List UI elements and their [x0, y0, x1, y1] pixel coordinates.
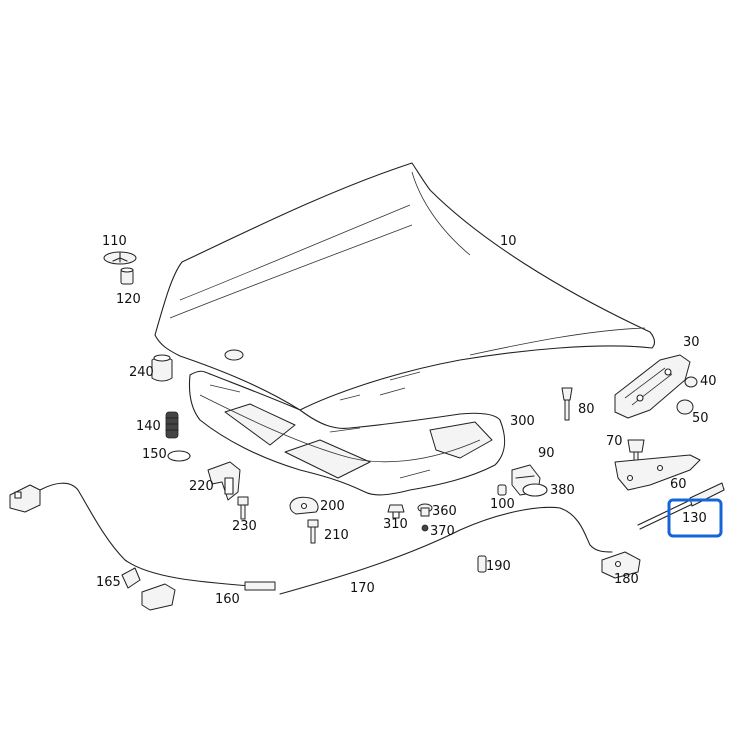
label-210: 210 — [324, 528, 349, 543]
label-150: 150 — [142, 447, 167, 462]
label-90: 90 — [538, 446, 555, 461]
label-10: 10 — [500, 234, 517, 249]
part-140-clip[interactable] — [165, 411, 179, 439]
label-230: 230 — [232, 519, 257, 534]
part-180-latch[interactable] — [601, 551, 641, 579]
label-370: 370 — [430, 524, 455, 539]
label-50: 50 — [692, 411, 709, 426]
part-370-nut[interactable] — [421, 524, 429, 532]
part-360-cap[interactable] — [417, 503, 433, 517]
label-60: 60 — [670, 477, 687, 492]
label-240: 240 — [129, 365, 154, 380]
part-160-release-cable[interactable] — [39, 482, 276, 591]
part-200-plate[interactable] — [289, 496, 319, 515]
part-230-bolt[interactable] — [237, 496, 249, 520]
label-130: 130 — [682, 511, 707, 526]
highlight-box-130 — [667, 498, 723, 538]
label-160: 160 — [215, 592, 240, 607]
label-190: 190 — [486, 559, 511, 574]
part-80-stud[interactable] — [561, 387, 573, 421]
part-310-clip[interactable] — [387, 504, 405, 519]
part-120-bushing[interactable] — [120, 267, 134, 285]
part-60-hinge-plate[interactable] — [614, 454, 701, 491]
label-360: 360 — [432, 504, 457, 519]
label-140: 140 — [136, 419, 161, 434]
part-165-clip[interactable] — [121, 567, 141, 589]
part-240-buffer[interactable] — [151, 354, 173, 382]
part-220-bracket[interactable] — [207, 461, 241, 501]
part-150-ring[interactable] — [167, 450, 191, 462]
part-40-bushing[interactable] — [684, 376, 698, 388]
label-30: 30 — [683, 335, 700, 350]
part-170-release-cable[interactable] — [279, 506, 613, 595]
part-380-seal[interactable] — [522, 483, 548, 497]
label-120: 120 — [116, 292, 141, 307]
part-110-emblem[interactable] — [103, 251, 137, 265]
label-300: 300 — [510, 414, 535, 429]
part-100-grommet[interactable] — [497, 484, 507, 496]
part-190-clip[interactable] — [477, 555, 487, 573]
release-handle-left[interactable] — [9, 484, 41, 513]
label-380: 380 — [550, 483, 575, 498]
label-80: 80 — [578, 402, 595, 417]
label-165: 165 — [96, 575, 121, 590]
part-50-buffer[interactable] — [676, 399, 694, 415]
hood-insulation-frame[interactable] — [188, 370, 506, 496]
part-210-bolt[interactable] — [307, 519, 319, 544]
label-170: 170 — [350, 581, 375, 596]
label-220: 220 — [189, 479, 214, 494]
hood-panel[interactable] — [154, 162, 655, 411]
release-handle-lower[interactable] — [141, 583, 176, 611]
label-40: 40 — [700, 374, 717, 389]
label-100: 100 — [490, 497, 515, 512]
label-310: 310 — [383, 517, 408, 532]
label-200: 200 — [320, 499, 345, 514]
label-70: 70 — [606, 434, 623, 449]
label-180: 180 — [614, 572, 639, 587]
label-110: 110 — [102, 234, 127, 249]
